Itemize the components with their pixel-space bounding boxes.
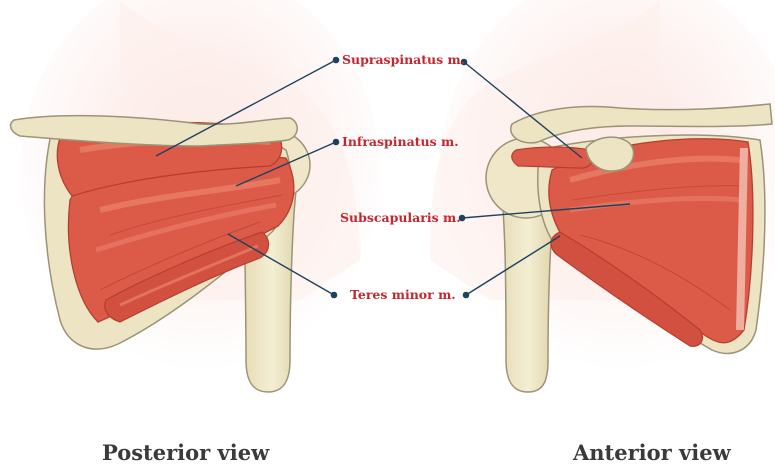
label-supraspinatus: Supraspinatus m. [342, 52, 465, 67]
label-subscapularis: Subscapularis m. [340, 210, 461, 225]
label-teres-minor: Teres minor m. [350, 287, 456, 302]
caption-anterior-view: Anterior view [573, 440, 731, 465]
caption-posterior-view: Posterior view [102, 440, 269, 465]
label-infraspinatus: Infraspinatus m. [342, 134, 459, 149]
